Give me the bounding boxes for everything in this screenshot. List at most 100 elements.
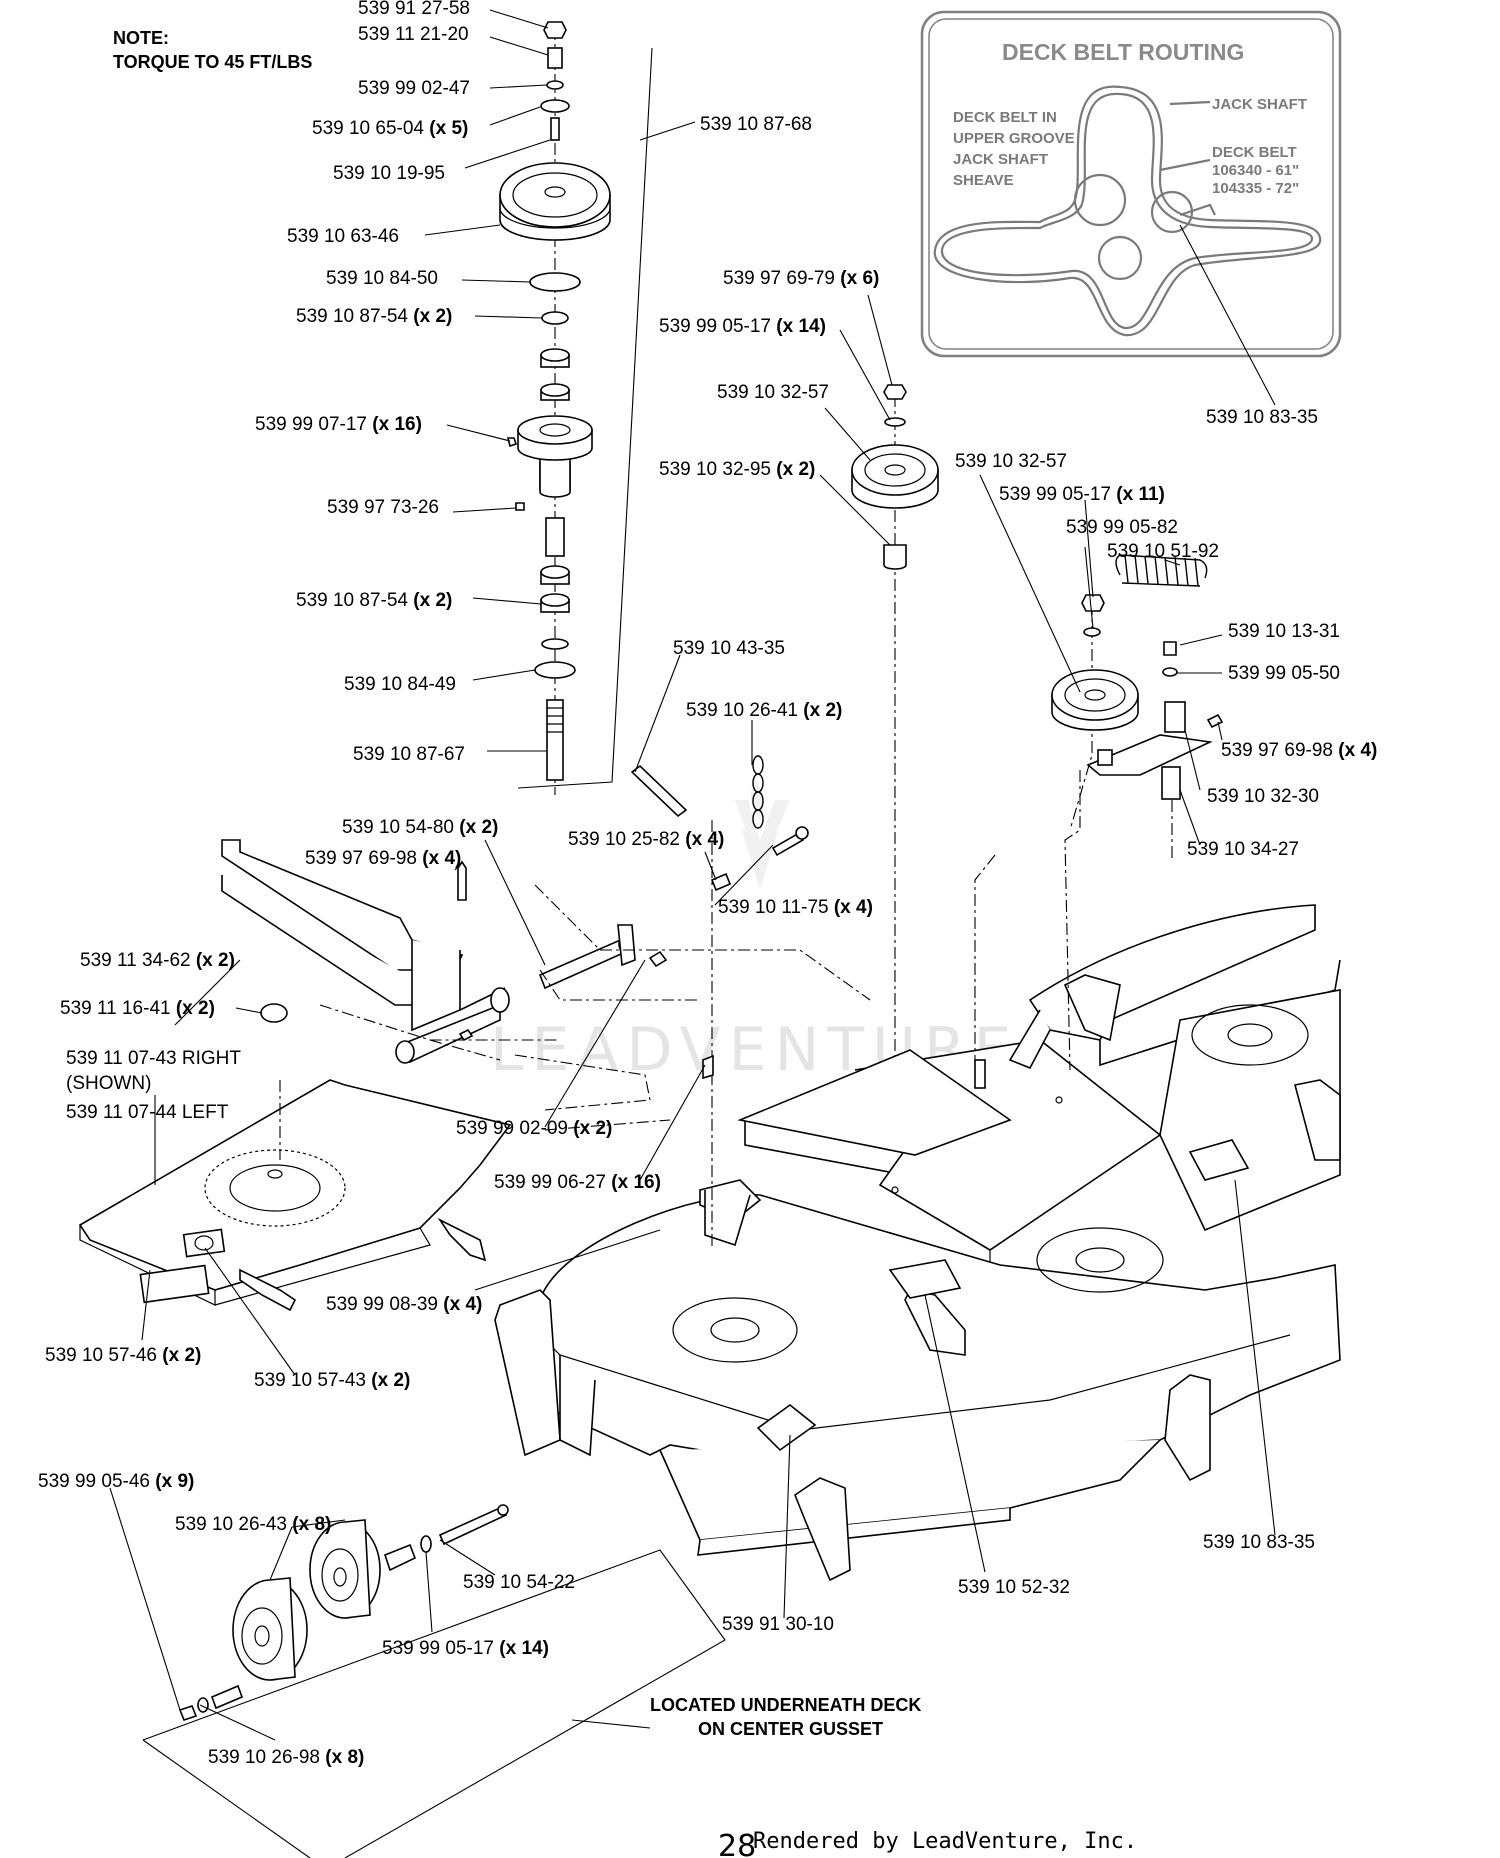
part-label: 539 10 87-54	[296, 306, 408, 327]
part-label: 539 10 26-43	[175, 1514, 287, 1535]
inset-upper-groove-line4: SHEAVE	[953, 172, 1014, 189]
part-label: 539 10 54-80	[342, 817, 454, 838]
tensioner-assembly	[1051, 554, 1224, 860]
nut-icon	[458, 1028, 474, 1042]
bolt-icon	[547, 47, 563, 69]
part-label: 539 99 06-27	[494, 1172, 606, 1193]
inset-title: DECK BELT ROUTING	[1002, 39, 1244, 65]
part-qty: (x 2)	[162, 1345, 201, 1366]
part-label: 539 10 87-54	[296, 590, 408, 611]
svg-text:539 10 84-50: 539 10 84-50	[326, 268, 438, 289]
part-qty: (x 14)	[776, 316, 826, 337]
inset-jack-shaft: JACK SHAFT	[1212, 96, 1307, 113]
part-label: 539 10 25-82	[568, 829, 680, 850]
washer-icon	[884, 417, 906, 427]
brand-decal-icon	[756, 1403, 817, 1452]
part-qty: (x 2)	[459, 817, 498, 838]
svg-text:539 10 83-35: 539 10 83-35	[1203, 1532, 1315, 1553]
part-label: 539 10 52-32	[958, 1577, 1070, 1598]
part-label: 539 10 32-57	[717, 382, 829, 403]
svg-text:539 10 57-46 (x 2): 539 10 57-46 (x 2)	[45, 1345, 201, 1366]
svg-text:539 10 13-31: 539 10 13-31	[1228, 621, 1340, 642]
svg-text:539 97 69-79 (x 6): 539 97 69-79 (x 6)	[723, 268, 879, 289]
key-icon	[550, 117, 560, 141]
roller-wheel-icon	[309, 1519, 381, 1619]
part-label: 539 99 08-39	[326, 1294, 438, 1315]
bolt-icon	[771, 826, 809, 857]
race-icon	[540, 383, 570, 401]
part-label: 539 10 13-31	[1228, 621, 1340, 642]
spindle-housing-icon	[517, 415, 593, 498]
svg-text:539 99 05-17 (x 11): 539 99 05-17 (x 11)	[999, 484, 1165, 505]
svg-text:539 99 05-50: 539 99 05-50	[1228, 663, 1340, 684]
part-label: 539 10 26-98	[208, 1747, 320, 1768]
washer-icon	[1162, 667, 1178, 677]
belt-guide-icon	[630, 764, 688, 818]
screw-icon	[506, 437, 518, 448]
part-qty: (x 2)	[776, 459, 815, 480]
spindle-assembly	[499, 21, 653, 795]
svg-text:539 10 26-43 (x 8): 539 10 26-43 (x 8)	[175, 1514, 331, 1535]
spacer-icon	[1161, 766, 1181, 800]
part-label: (SHOWN)	[66, 1073, 151, 1094]
part-label: 539 99 05-50	[1228, 663, 1340, 684]
part-label: 539 10 32-30	[1207, 786, 1319, 807]
part-label: 539 10 84-50	[326, 268, 438, 289]
warning-decal-icon	[888, 1259, 962, 1299]
bolt-icon	[1081, 594, 1105, 612]
chain-icon	[752, 755, 764, 829]
part-qty: (x 4)	[685, 829, 724, 850]
part-label: 539 10 57-46	[45, 1345, 157, 1366]
svg-text:539 99 08-39 (x 4): 539 99 08-39 (x 4)	[326, 1294, 482, 1315]
svg-text:539 10 32-57: 539 10 32-57	[717, 382, 829, 403]
svg-text:539 99 02-09 (x 2): 539 99 02-09 (x 2)	[456, 1118, 612, 1139]
bearing-icon	[540, 593, 570, 613]
part-label: 539 99 05-17	[999, 484, 1111, 505]
svg-text:539 10 51-92: 539 10 51-92	[1107, 541, 1219, 562]
part-qty: (x 4)	[422, 848, 461, 869]
part-label: 539 97 73-26	[327, 497, 439, 518]
part-qty: (x 9)	[155, 1471, 194, 1492]
svg-text:539 10 32-57: 539 10 32-57	[955, 451, 1067, 472]
part-qty: (x 6)	[840, 268, 879, 289]
part-qty: (x 8)	[292, 1514, 331, 1535]
part-qty: (x 11)	[1116, 484, 1165, 505]
part-label: 539 97 69-98	[305, 848, 417, 869]
part-qty: (x 2)	[573, 1118, 612, 1139]
part-qty: (x 4)	[443, 1294, 482, 1315]
warning-decal-icon	[1188, 1139, 1250, 1181]
svg-text:539 99 05-82: 539 99 05-82	[1066, 517, 1178, 538]
inset-upper-groove-line2: UPPER GROOVE	[953, 130, 1075, 147]
part-label: 539 99 05-82	[1066, 517, 1178, 538]
part-label: 539 10 34-27	[1187, 839, 1299, 860]
part-label: 539 10 57-43	[254, 1370, 366, 1391]
nut-icon	[1163, 641, 1177, 656]
part-qty: (x 5)	[429, 118, 468, 139]
screw-icon	[1206, 713, 1224, 729]
idler-pulley-icon	[851, 444, 939, 509]
part-label: 539 11 07-44 LEFT	[66, 1102, 229, 1123]
spacer-icon	[545, 517, 565, 557]
svg-text:539 10 25-82 (x 4): 539 10 25-82 (x 4)	[568, 829, 724, 850]
mower-deck	[494, 904, 1341, 1582]
tensioner-arm-icon	[1086, 701, 1213, 776]
part-labels: 539 91 27-58 539 11 21-20 539 99 02-47 5…	[38, 0, 1377, 1768]
svg-text:539 10 43-35: 539 10 43-35	[673, 638, 785, 659]
svg-text:539 10 87-54 (x 2): 539 10 87-54 (x 2)	[296, 590, 452, 611]
part-qty: (x 2)	[176, 998, 215, 1019]
inset-deck-belt-line3: 104335 - 72"	[1212, 180, 1299, 197]
spindle-shaft-icon	[546, 699, 564, 781]
leader-lines	[109, 9, 1276, 1741]
screw-icon	[702, 1054, 714, 1080]
axle-bolt-icon	[438, 1505, 508, 1546]
svg-text:539 11 21-20: 539 11 21-20	[358, 24, 469, 45]
belt-shield-icon	[78, 1079, 512, 1312]
belt-path-icon	[933, 85, 1322, 337]
torque-note-title: NOTE:	[113, 28, 169, 48]
deck-hanger-arm	[221, 839, 510, 1064]
page-number: 28	[718, 1829, 756, 1858]
deck-belt-routing-inset: DECK BELT ROUTING DECK BELT IN UPPER GRO…	[920, 10, 1342, 358]
underneath-note-line2: ON CENTER GUSSET	[698, 1719, 883, 1739]
part-label: 539 99 05-17	[382, 1638, 494, 1659]
pivot-rod-icon	[538, 924, 636, 990]
